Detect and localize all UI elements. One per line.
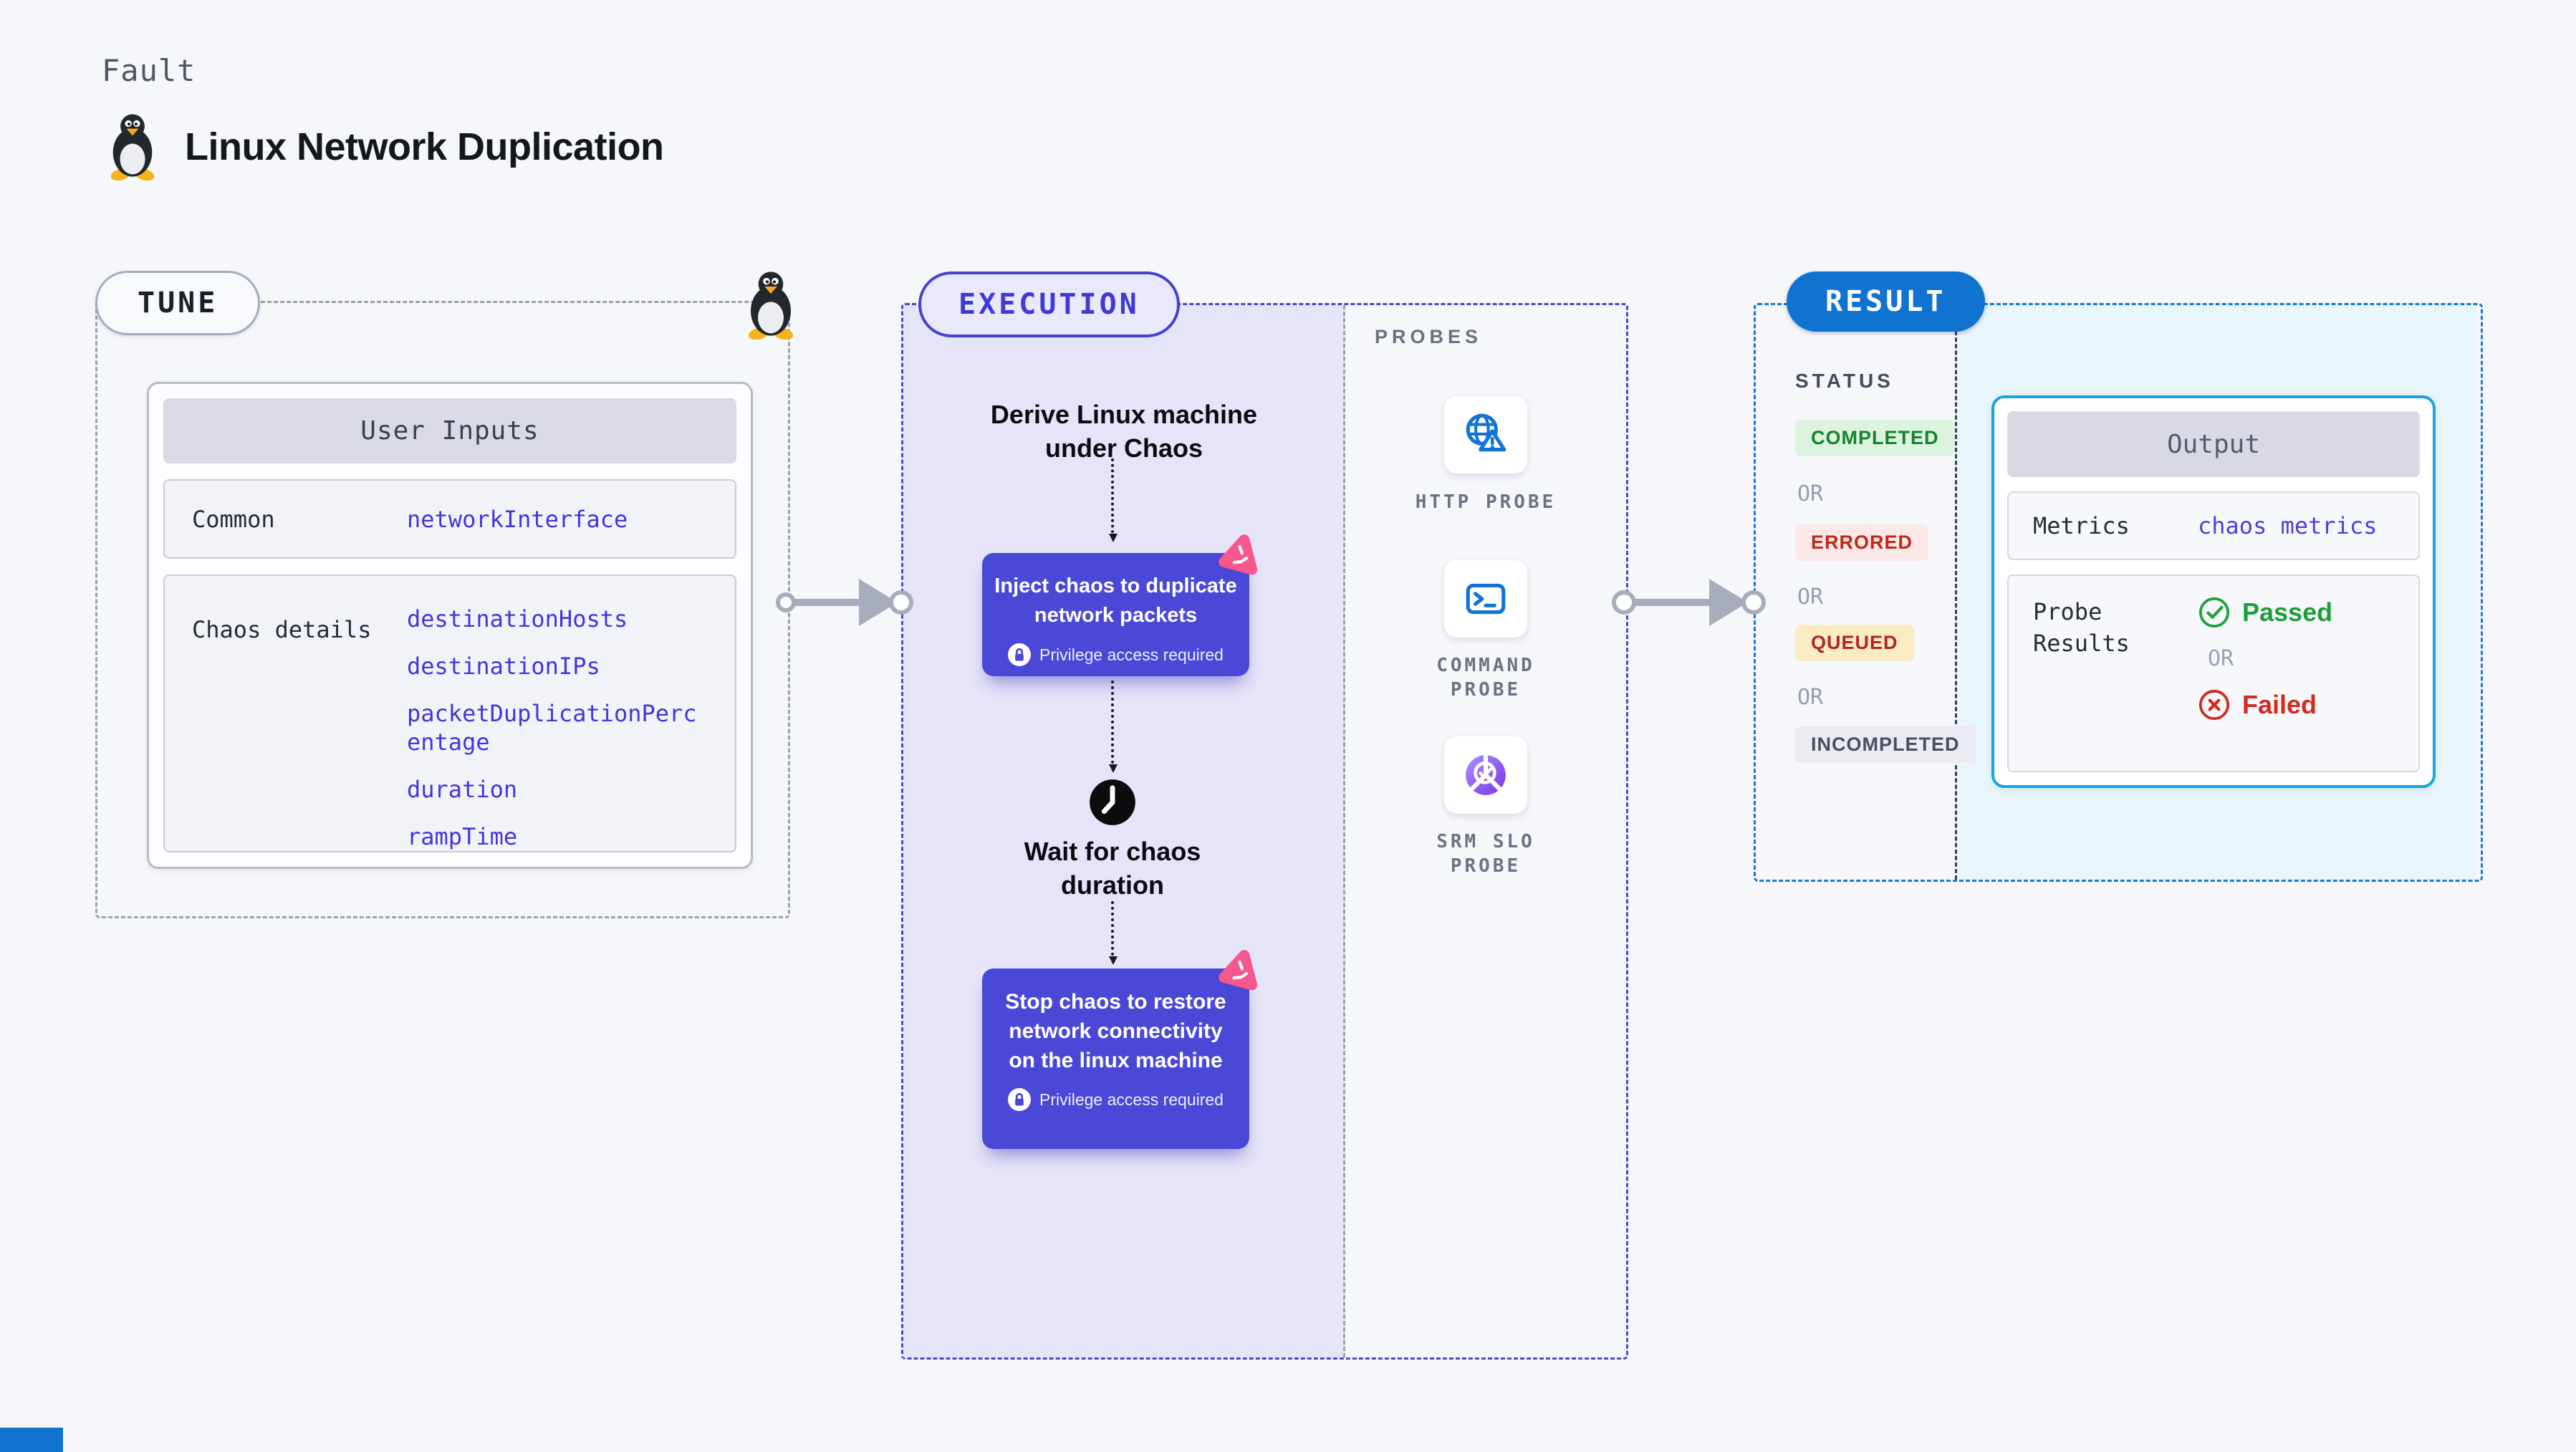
privilege-note-row: Privilege access required [982, 643, 1249, 666]
input-value-link[interactable]: networkInterface [407, 505, 628, 533]
probe-results-label: Probe Results [2033, 598, 2130, 657]
clock-icon [1088, 778, 1137, 827]
failed-text: Failed [2242, 690, 2317, 719]
slo-donut-icon [1462, 751, 1509, 799]
passed-text: Passed [2242, 597, 2333, 627]
derive-step-text: Derive Linux machine under Chaos [990, 400, 1258, 463]
tune-pill: TUNE [95, 271, 261, 335]
command-probe-label: COMMAND PROBE [1436, 655, 1535, 701]
title-row: Linux Network Duplication [105, 113, 664, 181]
linux-tux-icon-small [742, 271, 799, 340]
execution-pill: EXECUTION [918, 271, 1180, 337]
output-header: Output [2007, 411, 2420, 477]
user-input-row-common: Common networkInterface [163, 479, 736, 559]
page-title: Linux Network Duplication [185, 125, 664, 168]
lock-icon [1008, 1088, 1031, 1111]
input-value-link[interactable]: destinationIPs [407, 653, 600, 680]
or-separator: OR [1797, 481, 1824, 506]
stop-chaos-card: Stop chaos to restore network connectivi… [982, 968, 1249, 1149]
flow-arrow-down [1109, 458, 1118, 542]
input-value-link[interactable]: packetDuplicationPercentage [407, 700, 697, 756]
output-card: Output Metrics chaos metrics Probe Resul… [1991, 395, 2436, 788]
inject-step-text: Inject chaos to duplicate network packet… [994, 574, 1237, 627]
lock-icon [1008, 643, 1031, 666]
privilege-note-text: Privilege access required [1039, 645, 1224, 664]
input-value-link[interactable]: destinationHosts [407, 605, 628, 633]
inject-chaos-card: Inject chaos to duplicate network packet… [982, 553, 1249, 676]
srm-slo-probe-label: SRM SLO PROBE [1436, 831, 1535, 877]
user-input-row-chaos-details: Chaos details destinationHosts destinati… [163, 574, 736, 852]
status-badge-incompleted: INCOMPLETED [1795, 726, 1976, 763]
fault-kind-label: Fault [102, 53, 196, 88]
command-probe-card [1444, 560, 1527, 638]
chaos-metrics-link[interactable]: chaos metrics [2198, 512, 2378, 539]
probes-label: PROBES [1375, 326, 1483, 347]
execution-section-box: Derive Linux machine under Chaos Inject … [901, 303, 1628, 1360]
stop-step-text: Stop chaos to restore network connectivi… [1005, 990, 1226, 1072]
flow-arrow-down [1109, 681, 1118, 773]
terminal-icon [1462, 575, 1509, 622]
metrics-row: Metrics chaos metrics [2007, 491, 2420, 560]
http-probe-card [1444, 396, 1527, 473]
http-probe-label: HTTP PROBE [1415, 491, 1557, 513]
user-inputs-header: User Inputs [163, 398, 736, 464]
chaos-knot-icon [1211, 943, 1269, 1001]
srm-slo-probe-card [1444, 736, 1527, 814]
result-section-box: STATUS COMPLETED OR ERRORED OR QUEUED OR… [1754, 303, 2483, 882]
or-separator: OR [2208, 646, 2234, 671]
or-separator: OR [1797, 585, 1824, 610]
status-output-divider [1955, 305, 1957, 880]
input-row-label: Chaos details [192, 616, 372, 643]
corner-chip [0, 1428, 63, 1452]
chaos-knot-icon [1211, 527, 1269, 585]
status-badge-queued: QUEUED [1795, 625, 1914, 661]
or-separator: OR [1797, 685, 1824, 710]
user-inputs-card: User Inputs Common networkInterface Chao… [147, 382, 753, 869]
result-pill: RESULT [1787, 271, 1985, 332]
linux-tux-icon [105, 113, 160, 181]
input-row-label: Common [192, 505, 275, 533]
passed-result: Passed [2198, 596, 2332, 629]
status-label: STATUS [1795, 370, 1894, 392]
x-circle-icon [2198, 688, 2231, 721]
wait-step-text: Wait for chaos duration [1024, 837, 1201, 900]
probe-results-row: Probe Results Passed OR Failed [2007, 574, 2420, 772]
privilege-note-row: Privilege access required [982, 1088, 1249, 1111]
probes-panel: PROBES HTTP PROBE COMMAND PROBE SRM SLO … [1347, 305, 1626, 1357]
metrics-label: Metrics [2033, 512, 2130, 539]
execution-flow-panel: Derive Linux machine under Chaos Inject … [903, 305, 1345, 1357]
input-value-link[interactable]: rampTime [407, 823, 518, 850]
failed-result: Failed [2198, 688, 2332, 721]
input-value-link[interactable]: duration [407, 776, 518, 803]
status-badge-errored: ERRORED [1795, 524, 1929, 561]
flow-arrow-down [1109, 901, 1118, 965]
privilege-note-text: Privilege access required [1039, 1090, 1224, 1109]
status-badge-completed: COMPLETED [1795, 420, 1955, 456]
globe-alert-icon [1462, 411, 1509, 458]
check-circle-icon [2198, 596, 2231, 629]
